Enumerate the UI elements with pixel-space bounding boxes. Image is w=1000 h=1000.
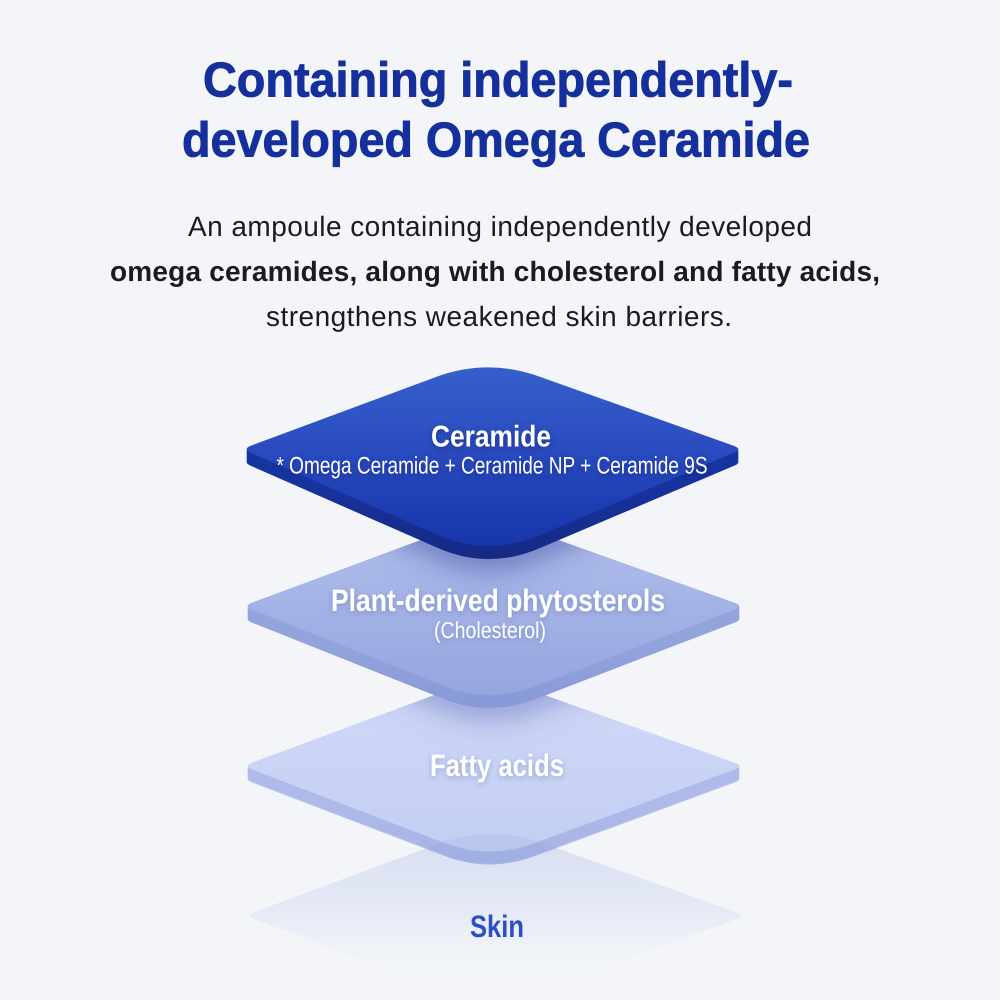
svg-text:* Omega Ceramide + Ceramide NP: * Omega Ceramide + Ceramide NP + Ceramid… [277, 453, 708, 480]
svg-text:Fatty acids: Fatty acids [430, 748, 564, 783]
svg-text:developed Omega Ceramide: developed Omega Ceramide [182, 114, 810, 168]
svg-text:Containing independently-: Containing independently- [203, 54, 793, 108]
svg-text:Plant-derived phytosterols: Plant-derived phytosterols [331, 583, 665, 618]
svg-text:Ceramide: Ceramide [431, 421, 551, 454]
svg-text:(Cholesterol): (Cholesterol) [434, 617, 546, 643]
svg-text:omega ceramides, along with ch: omega ceramides, along with cholesterol … [110, 256, 880, 287]
svg-text:strengthens weakened skin barr: strengthens weakened skin barriers. [266, 301, 732, 332]
svg-text:Skin: Skin [470, 909, 524, 944]
svg-text:An ampoule containing independ: An ampoule containing independently deve… [188, 211, 812, 242]
